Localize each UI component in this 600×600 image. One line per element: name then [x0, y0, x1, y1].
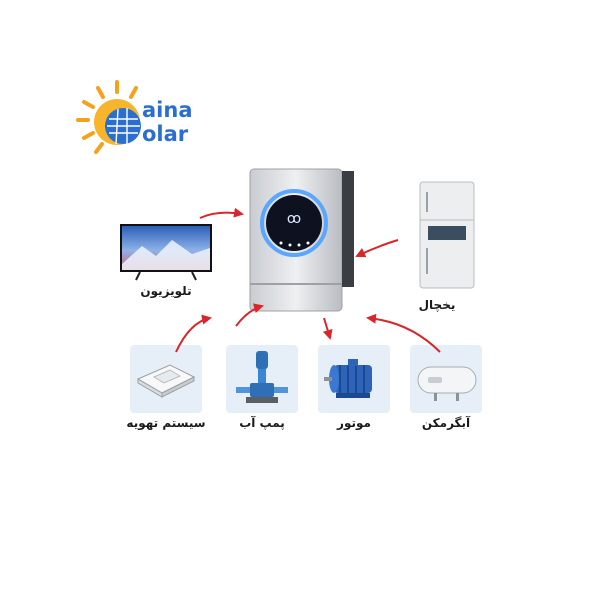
- tv-label: تلویزیون: [140, 284, 192, 298]
- inverter-display-glyph: ꝏ: [286, 211, 302, 227]
- pump-card: [226, 345, 298, 413]
- ventilation-card: [130, 345, 202, 413]
- electric-motor-icon: [324, 359, 372, 398]
- ventilation-label: سیستم تهویه: [126, 416, 206, 430]
- motor-label: موتور: [337, 416, 371, 430]
- sun-logo-icon: [76, 80, 141, 154]
- brand-logo: aina olar: [72, 74, 193, 164]
- arrow-tv-to-inverter: [199, 207, 244, 219]
- tv-image: [120, 224, 212, 282]
- motor-card: [318, 345, 390, 413]
- water-heater-label: آبگرمکن: [421, 416, 471, 430]
- fridge-label: یخچال: [418, 298, 456, 312]
- pump-label: پمپ آب: [239, 416, 285, 430]
- logo-text-line1: aina: [142, 98, 193, 122]
- arrow-inverter-to-motor: [322, 317, 333, 340]
- solar-inverter: ꝏ: [248, 165, 358, 315]
- ceiling-cassette-ac-icon: [136, 364, 196, 398]
- fridge-image: [418, 180, 476, 292]
- arrow-inverter-to-fridge: [355, 239, 399, 258]
- water-heater-icon: [417, 366, 477, 401]
- water-heater-card: [410, 345, 482, 413]
- logo-text-line2: olar: [142, 122, 189, 146]
- water-pump-icon: [236, 351, 288, 403]
